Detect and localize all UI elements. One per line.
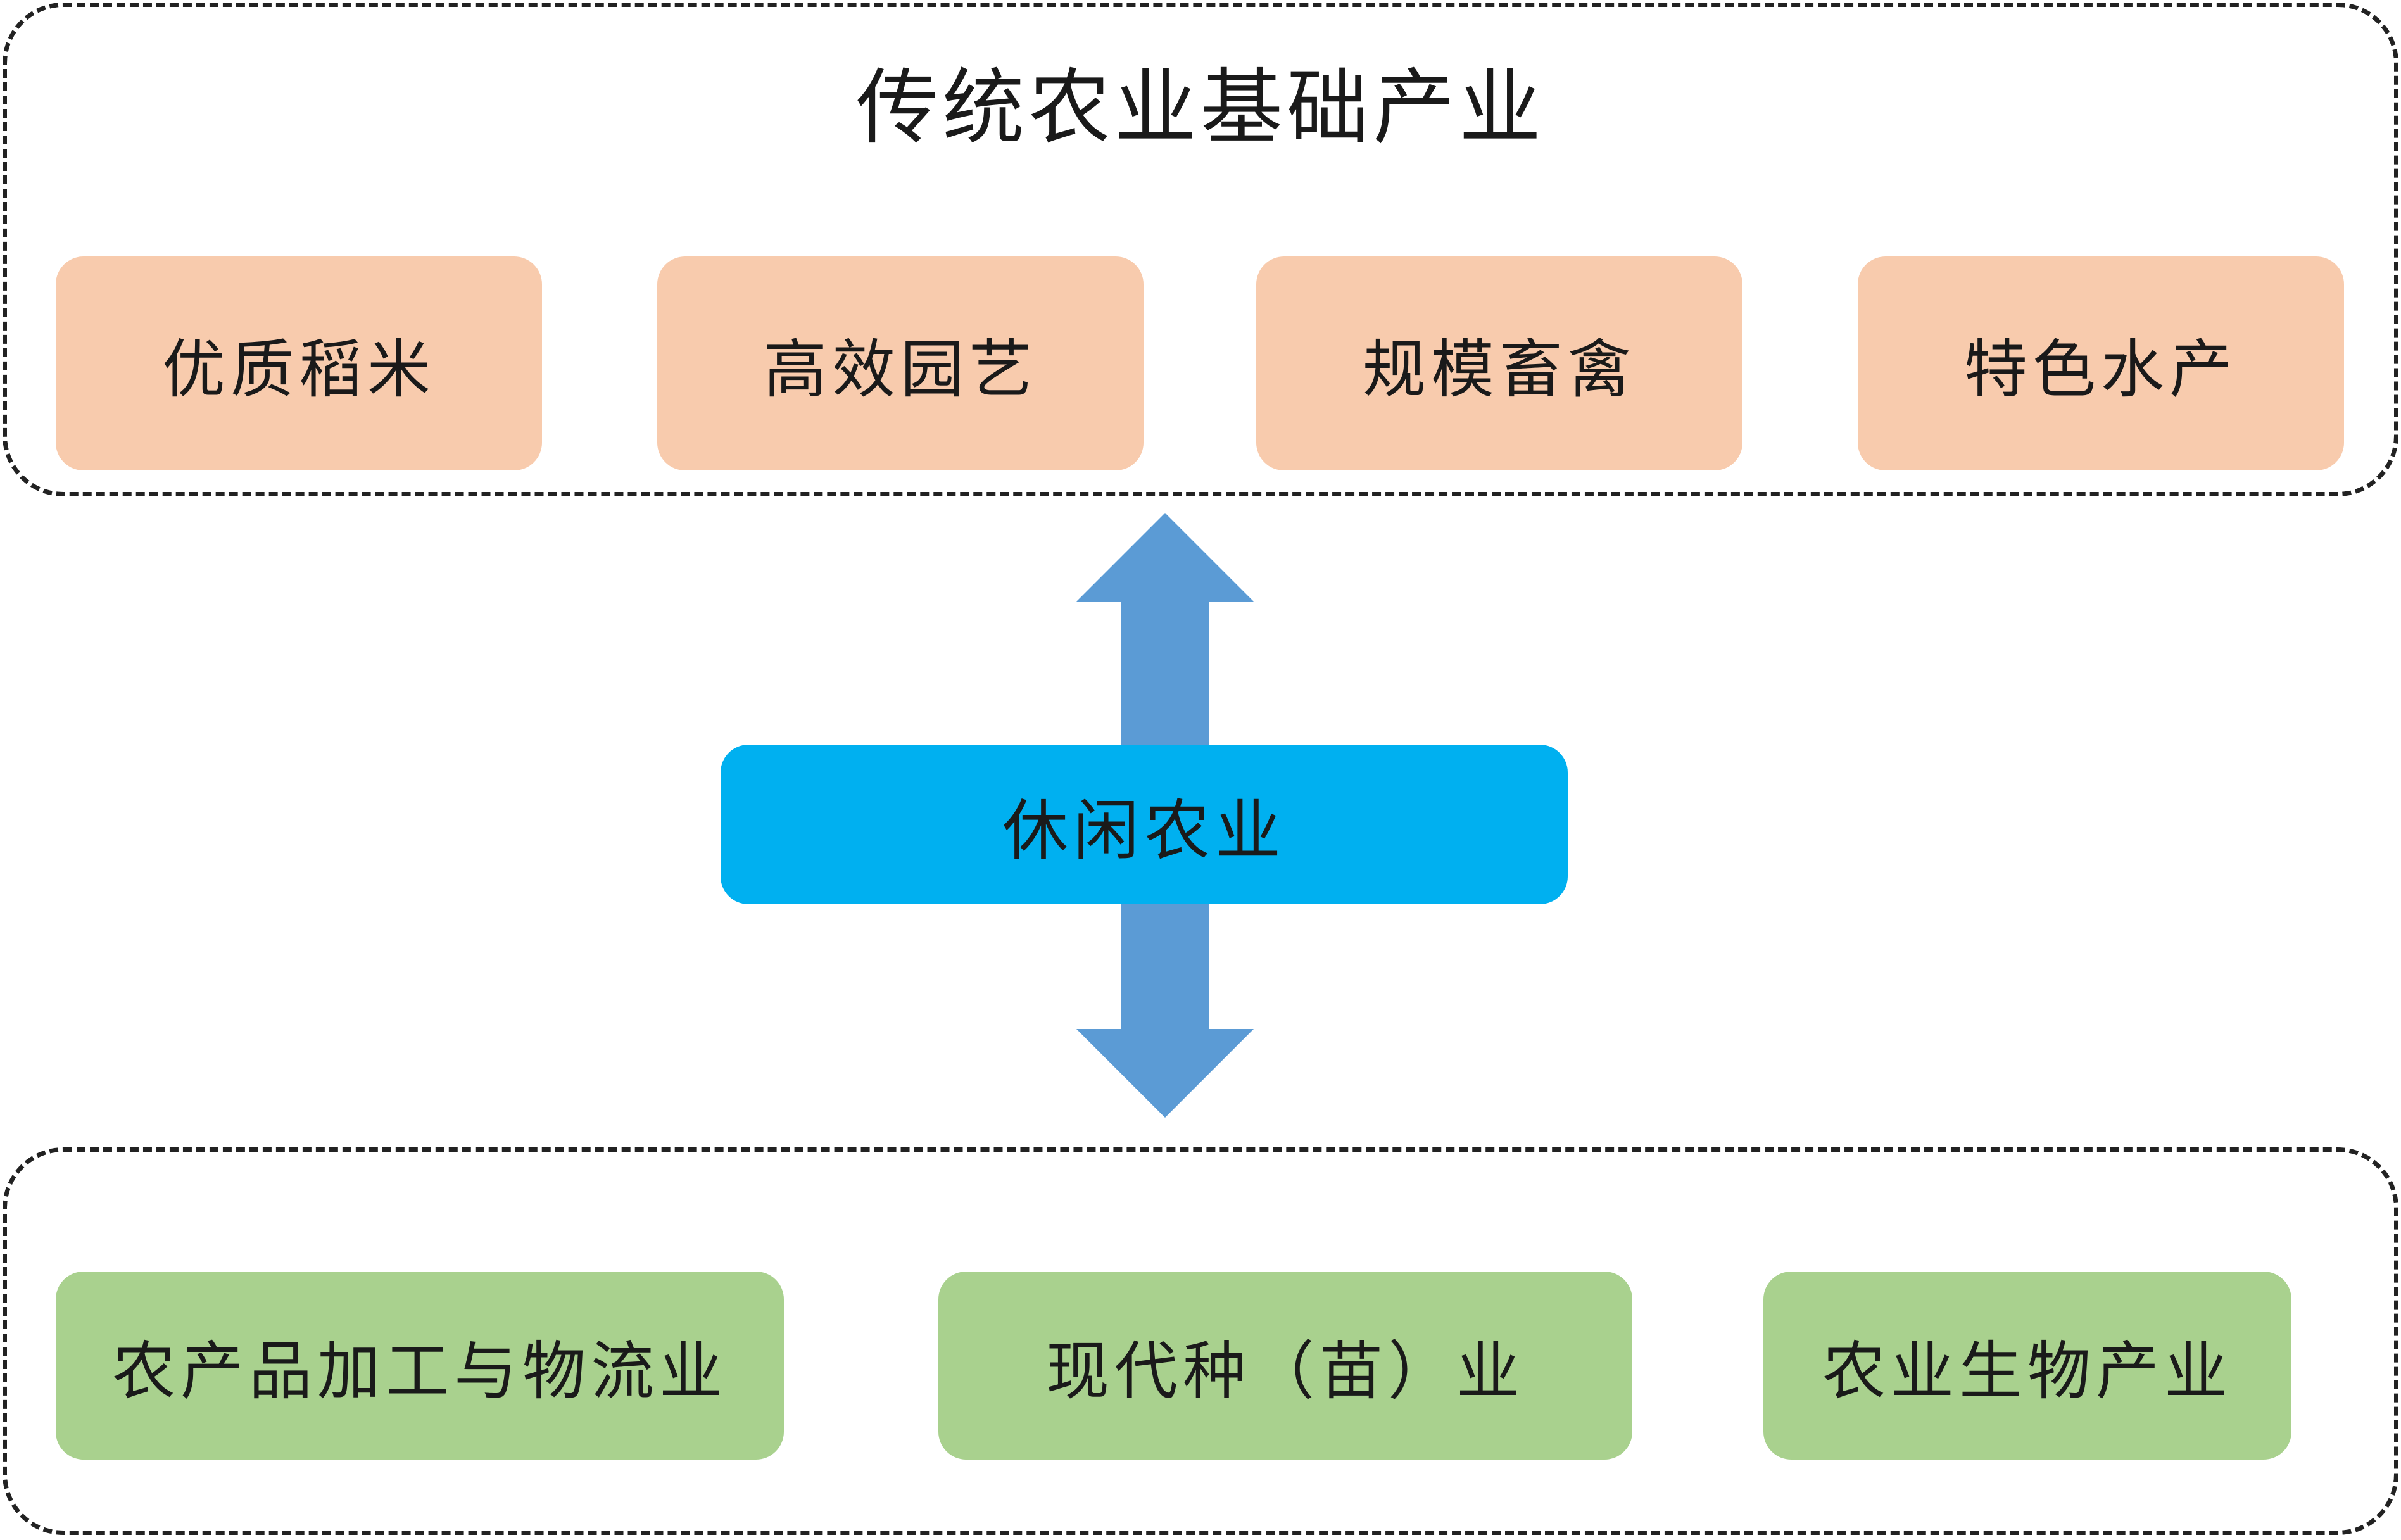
bottom-item-processing-logistics: 农产品加工与物流业 — [56, 1272, 784, 1460]
top-group-title: 传统农业基础产业 — [855, 60, 1545, 156]
bottom-group-frame — [3, 1147, 2398, 1535]
arrow-down-head — [1076, 887, 1254, 1118]
bottom-item-seed-industry: 现代种（苗）业 — [938, 1272, 1632, 1460]
top-item-aquaculture: 特色水产 — [1858, 256, 2344, 470]
top-item-livestock: 规模畜禽 — [1256, 256, 1742, 470]
arrow-up-head — [1076, 513, 1254, 760]
top-item-horticulture: 高效园艺 — [657, 256, 1144, 470]
top-item-rice: 优质稻米 — [56, 256, 542, 470]
bottom-item-biotech-industry: 农业生物产业 — [1763, 1272, 2291, 1460]
center-leisure-agriculture: 休闲农业 — [721, 745, 1568, 904]
top-group-frame — [3, 3, 2398, 496]
